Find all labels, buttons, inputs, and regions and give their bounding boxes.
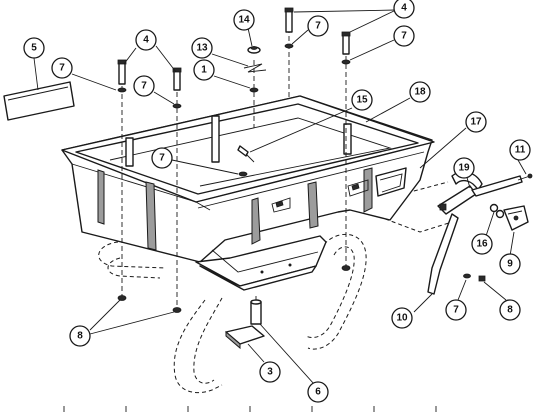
washers [117, 43, 471, 279]
callout-3: 3 [259, 361, 281, 383]
svg-text:18: 18 [414, 87, 426, 98]
callout-1: 1 [193, 59, 215, 81]
pin-15 [237, 145, 255, 163]
rod-end-11 [517, 173, 533, 181]
callout-19: 19 [453, 157, 475, 179]
callout-8-rod-nut: 8 [499, 299, 521, 321]
page-tick-marks [63, 406, 437, 412]
callout-7-label-plate: 7 [51, 57, 73, 79]
svg-text:10: 10 [396, 313, 408, 324]
callout-7-inner-washer: 7 [151, 147, 173, 169]
bolt-4-top [284, 7, 294, 33]
svg-text:13: 13 [196, 43, 208, 54]
svg-text:16: 16 [476, 239, 488, 250]
callout-7-right-washer: 7 [393, 25, 415, 47]
svg-text:11: 11 [515, 145, 526, 156]
nuts [117, 265, 486, 313]
svg-text:7: 7 [315, 21, 321, 32]
callout-13: 13 [191, 37, 213, 59]
spring-13 [243, 63, 267, 73]
spinner-shaft-6 [250, 299, 262, 325]
bolt-4-center-left [172, 67, 182, 91]
svg-text:8: 8 [77, 331, 83, 342]
callout-15: 15 [351, 89, 373, 111]
hopper-body [61, 95, 435, 291]
callout-10: 10 [391, 307, 413, 329]
callout-8-bottom-nuts: 8 [69, 325, 91, 347]
svg-text:7: 7 [141, 81, 147, 92]
svg-text:8: 8 [507, 305, 513, 316]
svg-text:17: 17 [470, 117, 482, 128]
svg-text:19: 19 [458, 163, 470, 174]
control-rod-10 [427, 213, 459, 295]
agitator-knob-14 [247, 46, 261, 54]
svg-text:5: 5 [31, 43, 37, 54]
svg-text:9: 9 [507, 259, 513, 270]
support-frame-hidden [98, 181, 453, 394]
callout-17: 17 [465, 111, 487, 133]
gate-lever-19 [437, 171, 523, 215]
svg-text:7: 7 [453, 305, 459, 316]
svg-text:6: 6 [315, 387, 321, 398]
callout-14: 14 [233, 9, 255, 31]
leader-lines [33, 9, 527, 385]
shaft-collar-1 [249, 87, 259, 93]
callout-9: 9 [499, 253, 521, 275]
callout-18: 18 [409, 81, 431, 103]
svg-text:3: 3 [267, 367, 273, 378]
svg-text:7: 7 [59, 63, 65, 74]
deflector-3 [225, 325, 265, 350]
callout-5: 5 [23, 37, 45, 59]
callout-6: 6 [307, 381, 329, 403]
gate-bracket-9 [503, 205, 529, 231]
svg-text:1: 1 [201, 65, 207, 76]
callout-11: 11 [509, 139, 531, 161]
callout-7-rod-washer: 7 [445, 299, 467, 321]
label-plate-5 [3, 81, 75, 121]
svg-text:15: 15 [356, 95, 368, 106]
callout-4-right-bolts: 4 [393, 0, 415, 19]
bolt-4-left [117, 59, 127, 85]
svg-text:7: 7 [401, 31, 407, 42]
callout-7-left-washer: 7 [133, 75, 155, 97]
bushings-16 [489, 203, 505, 219]
callout-16: 16 [471, 233, 493, 255]
bolt-4-right [341, 31, 351, 55]
callout-4-left-bolts: 4 [135, 29, 157, 51]
svg-text:4: 4 [401, 3, 407, 14]
svg-text:4: 4 [143, 35, 149, 46]
svg-text:14: 14 [238, 15, 250, 26]
callout-7-top-washer: 7 [307, 15, 329, 37]
svg-text:7: 7 [159, 153, 165, 164]
